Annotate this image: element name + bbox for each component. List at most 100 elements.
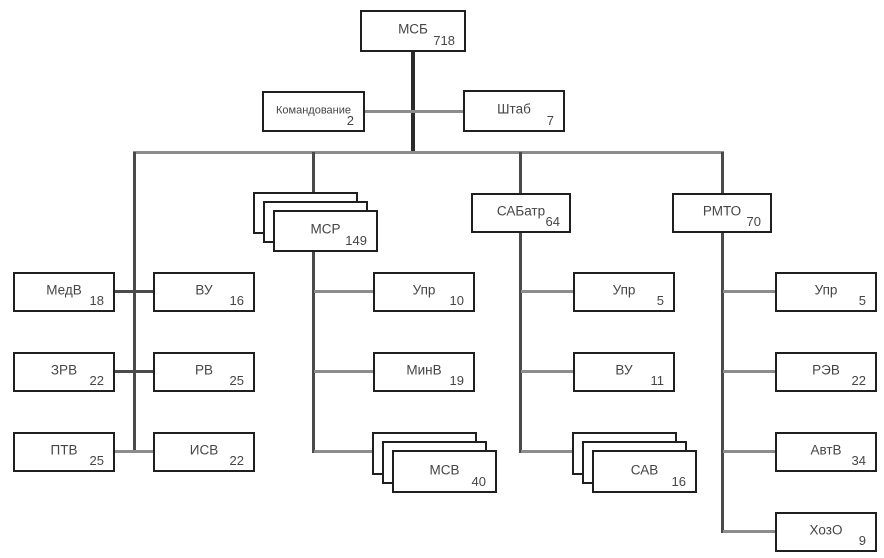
org-box-label: МСВ xyxy=(429,462,460,478)
org-box-label: ХозО xyxy=(809,522,843,538)
org-node-shtab: Штаб 7 xyxy=(463,90,565,132)
org-node-msv: МСВ 40 xyxy=(372,432,497,493)
org-box: САВ 16 xyxy=(592,450,697,493)
org-box: Штаб 7 xyxy=(463,90,565,132)
connector-line xyxy=(723,290,776,293)
connector-line xyxy=(114,290,154,293)
org-box-count: 70 xyxy=(746,214,761,229)
org-box-label: ИСВ xyxy=(189,442,219,458)
connector-line xyxy=(521,370,574,373)
org-node-zrv: ЗРВ 22 xyxy=(13,352,115,392)
org-node-rmto: РМТО 70 xyxy=(672,193,772,233)
connector-line xyxy=(133,151,724,154)
org-node-xozo: ХозО 9 xyxy=(775,512,877,552)
org-box-label: САВ xyxy=(630,462,659,478)
connector-line xyxy=(314,290,374,293)
org-box: МинВ 19 xyxy=(373,352,475,392)
org-box-label: Командование xyxy=(276,104,351,117)
org-box: РЭВ 22 xyxy=(775,352,877,392)
org-box-label: Упр xyxy=(814,282,838,298)
org-node-minv: МинВ 19 xyxy=(373,352,475,392)
org-box-label: АвтВ xyxy=(810,442,842,458)
org-box-label: РЭВ xyxy=(812,362,840,378)
org-node-msr: МСР 149 xyxy=(253,192,378,252)
org-box: Упр 10 xyxy=(373,272,475,312)
org-box: ЗРВ 22 xyxy=(13,352,115,392)
org-box-label: Упр xyxy=(612,282,636,298)
connector-line xyxy=(521,290,574,293)
org-box: РМТО 70 xyxy=(672,193,772,233)
org-box-count: 2 xyxy=(346,113,354,128)
org-box-count: 718 xyxy=(433,33,455,48)
connector-line xyxy=(114,450,154,453)
org-box-count: 22 xyxy=(89,373,104,388)
org-box-count: 19 xyxy=(449,373,464,388)
org-node-isv: ИСВ 22 xyxy=(153,432,255,472)
org-box-label: ВУ xyxy=(195,282,213,298)
connector-line xyxy=(519,231,522,453)
org-box-label: МСБ xyxy=(398,21,428,37)
org-box-label: МинВ xyxy=(406,362,442,378)
connector-line xyxy=(133,152,136,453)
org-box-label: МСР xyxy=(310,221,341,237)
org-box-count: 149 xyxy=(345,233,367,248)
org-box-label: САБатр xyxy=(496,203,546,219)
org-box-label: Штаб xyxy=(497,101,531,117)
org-node-msb: МСБ 718 xyxy=(360,10,466,52)
org-node-medv: МедВ 18 xyxy=(13,272,115,312)
org-box: ИСВ 22 xyxy=(153,432,255,472)
org-box: ХозО 9 xyxy=(775,512,877,552)
connector-line xyxy=(411,52,415,152)
org-box: МСР 149 xyxy=(273,210,378,252)
org-box-count: 22 xyxy=(229,453,244,468)
org-box-count: 7 xyxy=(546,113,554,128)
org-box-count: 18 xyxy=(89,293,104,308)
connector-line xyxy=(721,231,724,533)
org-box-label: МедВ xyxy=(46,282,82,298)
org-node-rev: РЭВ 22 xyxy=(775,352,877,392)
org-node-sabatr-vu: ВУ 11 xyxy=(573,352,675,392)
org-box: Упр 5 xyxy=(775,272,877,312)
connector-line xyxy=(314,450,374,453)
org-box: МСБ 718 xyxy=(360,10,466,52)
org-box-label: ПТВ xyxy=(50,442,78,458)
org-box-count: 5 xyxy=(858,293,866,308)
connector-line xyxy=(312,251,315,453)
org-box-count: 16 xyxy=(671,474,686,489)
org-box-count: 40 xyxy=(471,474,486,489)
connector-line xyxy=(721,152,724,194)
org-box-count: 64 xyxy=(545,214,560,229)
org-box-count: 22 xyxy=(851,373,866,388)
org-node-sav: САВ 16 xyxy=(572,432,697,493)
org-box-count: 9 xyxy=(858,533,866,548)
org-box: ВУ 11 xyxy=(573,352,675,392)
org-node-msr-upr: Упр 10 xyxy=(373,272,475,312)
connector-line xyxy=(521,450,574,453)
org-box-count: 10 xyxy=(449,293,464,308)
org-box-label: РМТО xyxy=(702,203,742,219)
org-box-count: 11 xyxy=(650,373,665,388)
connector-line xyxy=(365,110,465,113)
org-box-label: ЗРВ xyxy=(50,362,78,378)
org-box-label: Упр xyxy=(412,282,436,298)
org-box: МСВ 40 xyxy=(392,450,497,493)
org-box-label: ВУ xyxy=(615,362,633,378)
connector-line xyxy=(723,530,776,533)
org-box: МедВ 18 xyxy=(13,272,115,312)
connector-line xyxy=(314,370,374,373)
org-box-label: РВ xyxy=(194,362,213,378)
connector-line xyxy=(519,152,522,194)
